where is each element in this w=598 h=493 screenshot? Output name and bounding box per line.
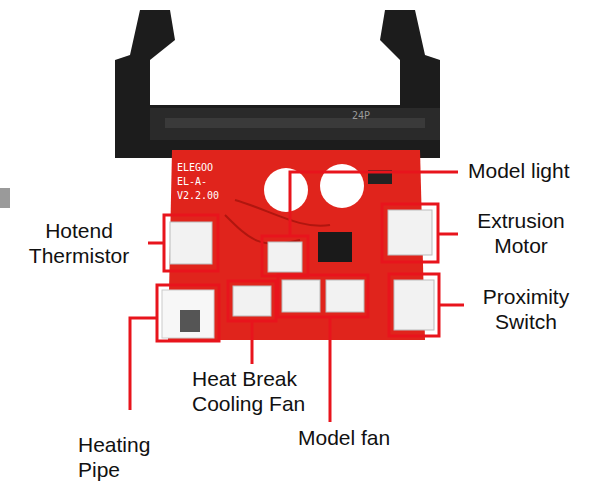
part-label: Model fan — [298, 425, 390, 450]
jst-connector — [394, 280, 434, 330]
part-label: Hotend Thermistor — [8, 218, 150, 268]
leader-line — [290, 172, 458, 236]
callout-box — [278, 275, 368, 317]
leader-line — [251, 321, 254, 364]
jst-connector — [326, 280, 364, 312]
leader-line — [130, 318, 157, 410]
mount-hole — [264, 168, 308, 212]
connector-marking: 24P — [352, 110, 370, 122]
leader-line — [439, 304, 464, 307]
chip — [318, 232, 352, 262]
jst-connector — [282, 280, 320, 312]
jst-connector — [388, 210, 432, 255]
callout-box — [389, 274, 439, 336]
leader-line — [438, 233, 458, 236]
part-label: Heating Pipe — [78, 432, 174, 482]
jst-connector — [233, 286, 271, 316]
silkscreen-text: EL-A- — [177, 176, 207, 188]
jst-connector — [170, 222, 212, 264]
terminal-screw — [180, 310, 200, 332]
silkscreen-text: V2.2.00 — [177, 190, 219, 202]
callout-box — [157, 285, 219, 341]
part-label: Proximity Switch — [466, 284, 586, 334]
jst-connector — [268, 242, 302, 272]
callout-box — [228, 281, 276, 321]
callout-box — [262, 236, 308, 276]
part-label: Model light — [468, 158, 570, 183]
leader-line — [148, 242, 164, 245]
part-label: Heat Break Cooling Fan — [192, 366, 332, 416]
part-label: Extrusion Motor — [462, 208, 580, 258]
connector-body — [150, 108, 440, 140]
callout-box — [382, 204, 438, 262]
callout-box — [164, 215, 218, 271]
connector-slot — [165, 118, 425, 128]
terminal-block — [162, 290, 214, 338]
silkscreen-text: ELEGOO — [177, 162, 213, 174]
leader-line — [329, 317, 332, 422]
idc-connector — [115, 10, 440, 158]
grey-mark — [0, 188, 10, 208]
